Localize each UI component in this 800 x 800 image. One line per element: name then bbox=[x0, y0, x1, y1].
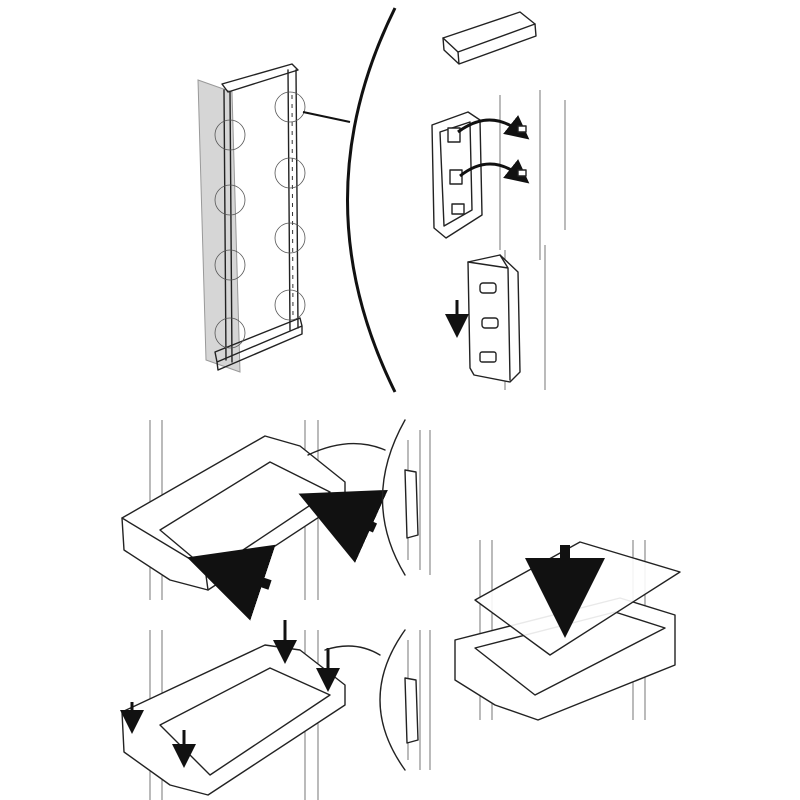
bracket-lower bbox=[445, 254, 521, 383]
detail-arc bbox=[346, 7, 397, 393]
arrow-push-icon bbox=[187, 544, 276, 621]
arrow-curved-icon bbox=[457, 115, 530, 140]
tray-insert-step bbox=[121, 419, 431, 621]
callout-line bbox=[302, 111, 351, 123]
tray-clip-step bbox=[120, 620, 431, 800]
arrow-push-icon bbox=[298, 489, 388, 563]
mat-insert-step bbox=[454, 540, 681, 721]
wall-rails-top bbox=[499, 90, 566, 390]
frame-assembly bbox=[197, 63, 351, 373]
side-panel bbox=[197, 79, 241, 373]
hook-circles-left bbox=[214, 119, 246, 349]
hook-circles-right bbox=[274, 91, 306, 321]
arrow-curved-icon bbox=[459, 159, 530, 184]
bracket-upper bbox=[431, 111, 530, 239]
small-tray bbox=[442, 11, 537, 65]
